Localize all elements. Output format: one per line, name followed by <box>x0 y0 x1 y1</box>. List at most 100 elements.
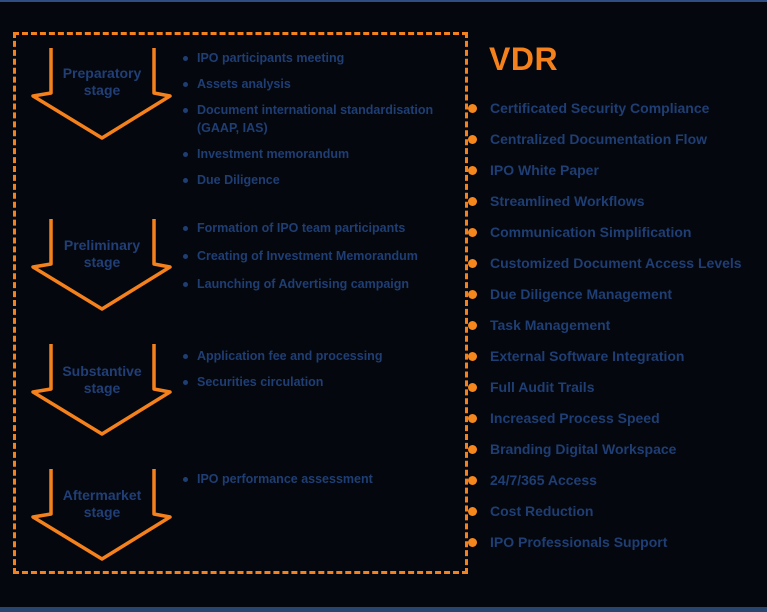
bullet-dot-icon <box>183 281 188 287</box>
bullet-dot-icon <box>183 151 188 157</box>
feature-dot-icon <box>468 258 477 268</box>
feature-dot-icon <box>468 165 477 175</box>
stage-label-line1: Substantive <box>62 363 142 379</box>
list-item-label: IPO participants meeting <box>197 51 345 65</box>
list-item-label: Application fee and processing <box>197 349 383 363</box>
list-item: Investment memorandum <box>178 145 478 163</box>
feature-label: Certificated Security Compliance <box>490 100 710 116</box>
stage-label-line2: stage <box>83 504 121 520</box>
list-item: Document international standardisation (… <box>178 101 478 137</box>
list-item: Customized Document Access Levels <box>468 254 762 272</box>
list-item: Application fee and processing <box>178 347 478 365</box>
list-item: Communication Simplification <box>468 223 762 241</box>
feature-dot-icon <box>468 320 477 330</box>
bullet-dot-icon <box>183 225 188 231</box>
feature-label: Increased Process Speed <box>490 410 660 426</box>
list-item-label: Creating of Investment Memorandum <box>197 249 418 263</box>
list-item: IPO performance assessment <box>178 470 478 488</box>
list-item: Due Diligence <box>178 171 478 189</box>
list-item: Centralized Documentation Flow <box>468 130 762 148</box>
list-item-label: Assets analysis <box>197 77 291 91</box>
vdr-title: VDR <box>489 41 559 77</box>
feature-label: Communication Simplification <box>490 224 692 240</box>
list-item: Cost Reduction <box>468 502 762 520</box>
bullet-dot-icon <box>183 253 188 259</box>
feature-label: Full Audit Trails <box>490 379 595 395</box>
list-item-label: Launching of Advertising campaign <box>197 277 410 291</box>
stage-label-line1: Preparatory <box>62 65 142 81</box>
list-item: IPO White Paper <box>468 161 762 179</box>
list-item-label: IPO performance assessment <box>197 472 373 486</box>
feature-dot-icon <box>468 196 477 206</box>
stage-item-list-aftermarket: IPO performance assessment <box>178 470 478 496</box>
bullet-dot-icon <box>183 379 188 385</box>
list-item: IPO participants meeting <box>178 49 478 67</box>
list-item-label: Formation of IPO team participants <box>197 221 406 235</box>
bullet-dot-icon <box>183 177 188 183</box>
list-item: Full Audit Trails <box>468 378 762 396</box>
list-item: Launching of Advertising campaign <box>178 275 478 293</box>
stage-label-line1: Aftermarket <box>62 487 142 503</box>
feature-label: Centralized Documentation Flow <box>490 131 708 147</box>
feature-dot-icon <box>468 134 477 144</box>
list-item: Formation of IPO team participants <box>178 219 478 237</box>
top-border-line <box>0 0 767 2</box>
feature-dot-icon <box>468 227 477 237</box>
feature-dot-icon <box>468 351 477 361</box>
stages-panel-border <box>13 32 468 574</box>
feature-label: External Software Integration <box>490 348 685 364</box>
feature-dot-icon <box>468 475 477 485</box>
list-item-label: Document international standardisation (… <box>197 103 434 135</box>
stage-label-preparatory: Preparatory stage <box>32 65 172 99</box>
list-item: IPO Professionals Support <box>468 533 762 551</box>
feature-dot-icon <box>468 103 477 113</box>
down-arrow-icon <box>31 344 172 436</box>
feature-dot-icon <box>468 289 477 299</box>
list-item-label: Due Diligence <box>197 173 280 187</box>
feature-label: Due Diligence Management <box>490 286 673 302</box>
feature-label: Streamlined Workflows <box>490 193 645 209</box>
stage-label-line2: stage <box>83 380 121 396</box>
bullet-dot-icon <box>183 353 188 359</box>
down-arrow-icon <box>31 219 172 311</box>
list-item: Assets analysis <box>178 75 478 93</box>
feature-label: IPO White Paper <box>490 162 599 178</box>
feature-label: Customized Document Access Levels <box>490 255 742 271</box>
down-arrow-icon <box>31 469 172 561</box>
list-item: External Software Integration <box>468 347 762 365</box>
stage-label-line1: Preliminary <box>63 237 141 253</box>
bullet-dot-icon <box>183 107 188 113</box>
bottom-bar <box>0 607 767 612</box>
stage-label-substantive: Substantive stage <box>32 363 172 397</box>
feature-label: IPO Professionals Support <box>490 534 668 550</box>
list-item: Increased Process Speed <box>468 409 762 427</box>
stage-label-line2: stage <box>83 82 121 98</box>
down-arrow-icon <box>31 48 172 140</box>
list-item: Securities circulation <box>178 373 478 391</box>
list-item: Branding Digital Workspace <box>468 440 762 458</box>
feature-label: Cost Reduction <box>490 503 594 519</box>
list-item: Streamlined Workflows <box>468 192 762 210</box>
feature-dot-icon <box>468 444 477 454</box>
bullet-dot-icon <box>183 81 188 87</box>
list-item-label: Securities circulation <box>197 375 324 389</box>
feature-dot-icon <box>468 382 477 392</box>
list-item: Creating of Investment Memorandum <box>178 247 478 265</box>
feature-dot-icon <box>468 413 477 423</box>
stage-label-line2: stage <box>83 254 121 270</box>
list-item: Due Diligence Management <box>468 285 762 303</box>
stage-label-aftermarket: Aftermarket stage <box>32 487 172 521</box>
feature-label: 24/7/365 Access <box>490 472 597 488</box>
feature-dot-icon <box>468 506 477 516</box>
feature-label: Branding Digital Workspace <box>490 441 677 457</box>
list-item: 24/7/365 Access <box>468 471 762 489</box>
list-item: Task Management <box>468 316 762 334</box>
feature-label: Task Management <box>490 317 611 333</box>
bullet-dot-icon <box>183 55 188 61</box>
bullet-dot-icon <box>183 476 188 482</box>
list-item: Certificated Security Compliance <box>468 99 762 117</box>
